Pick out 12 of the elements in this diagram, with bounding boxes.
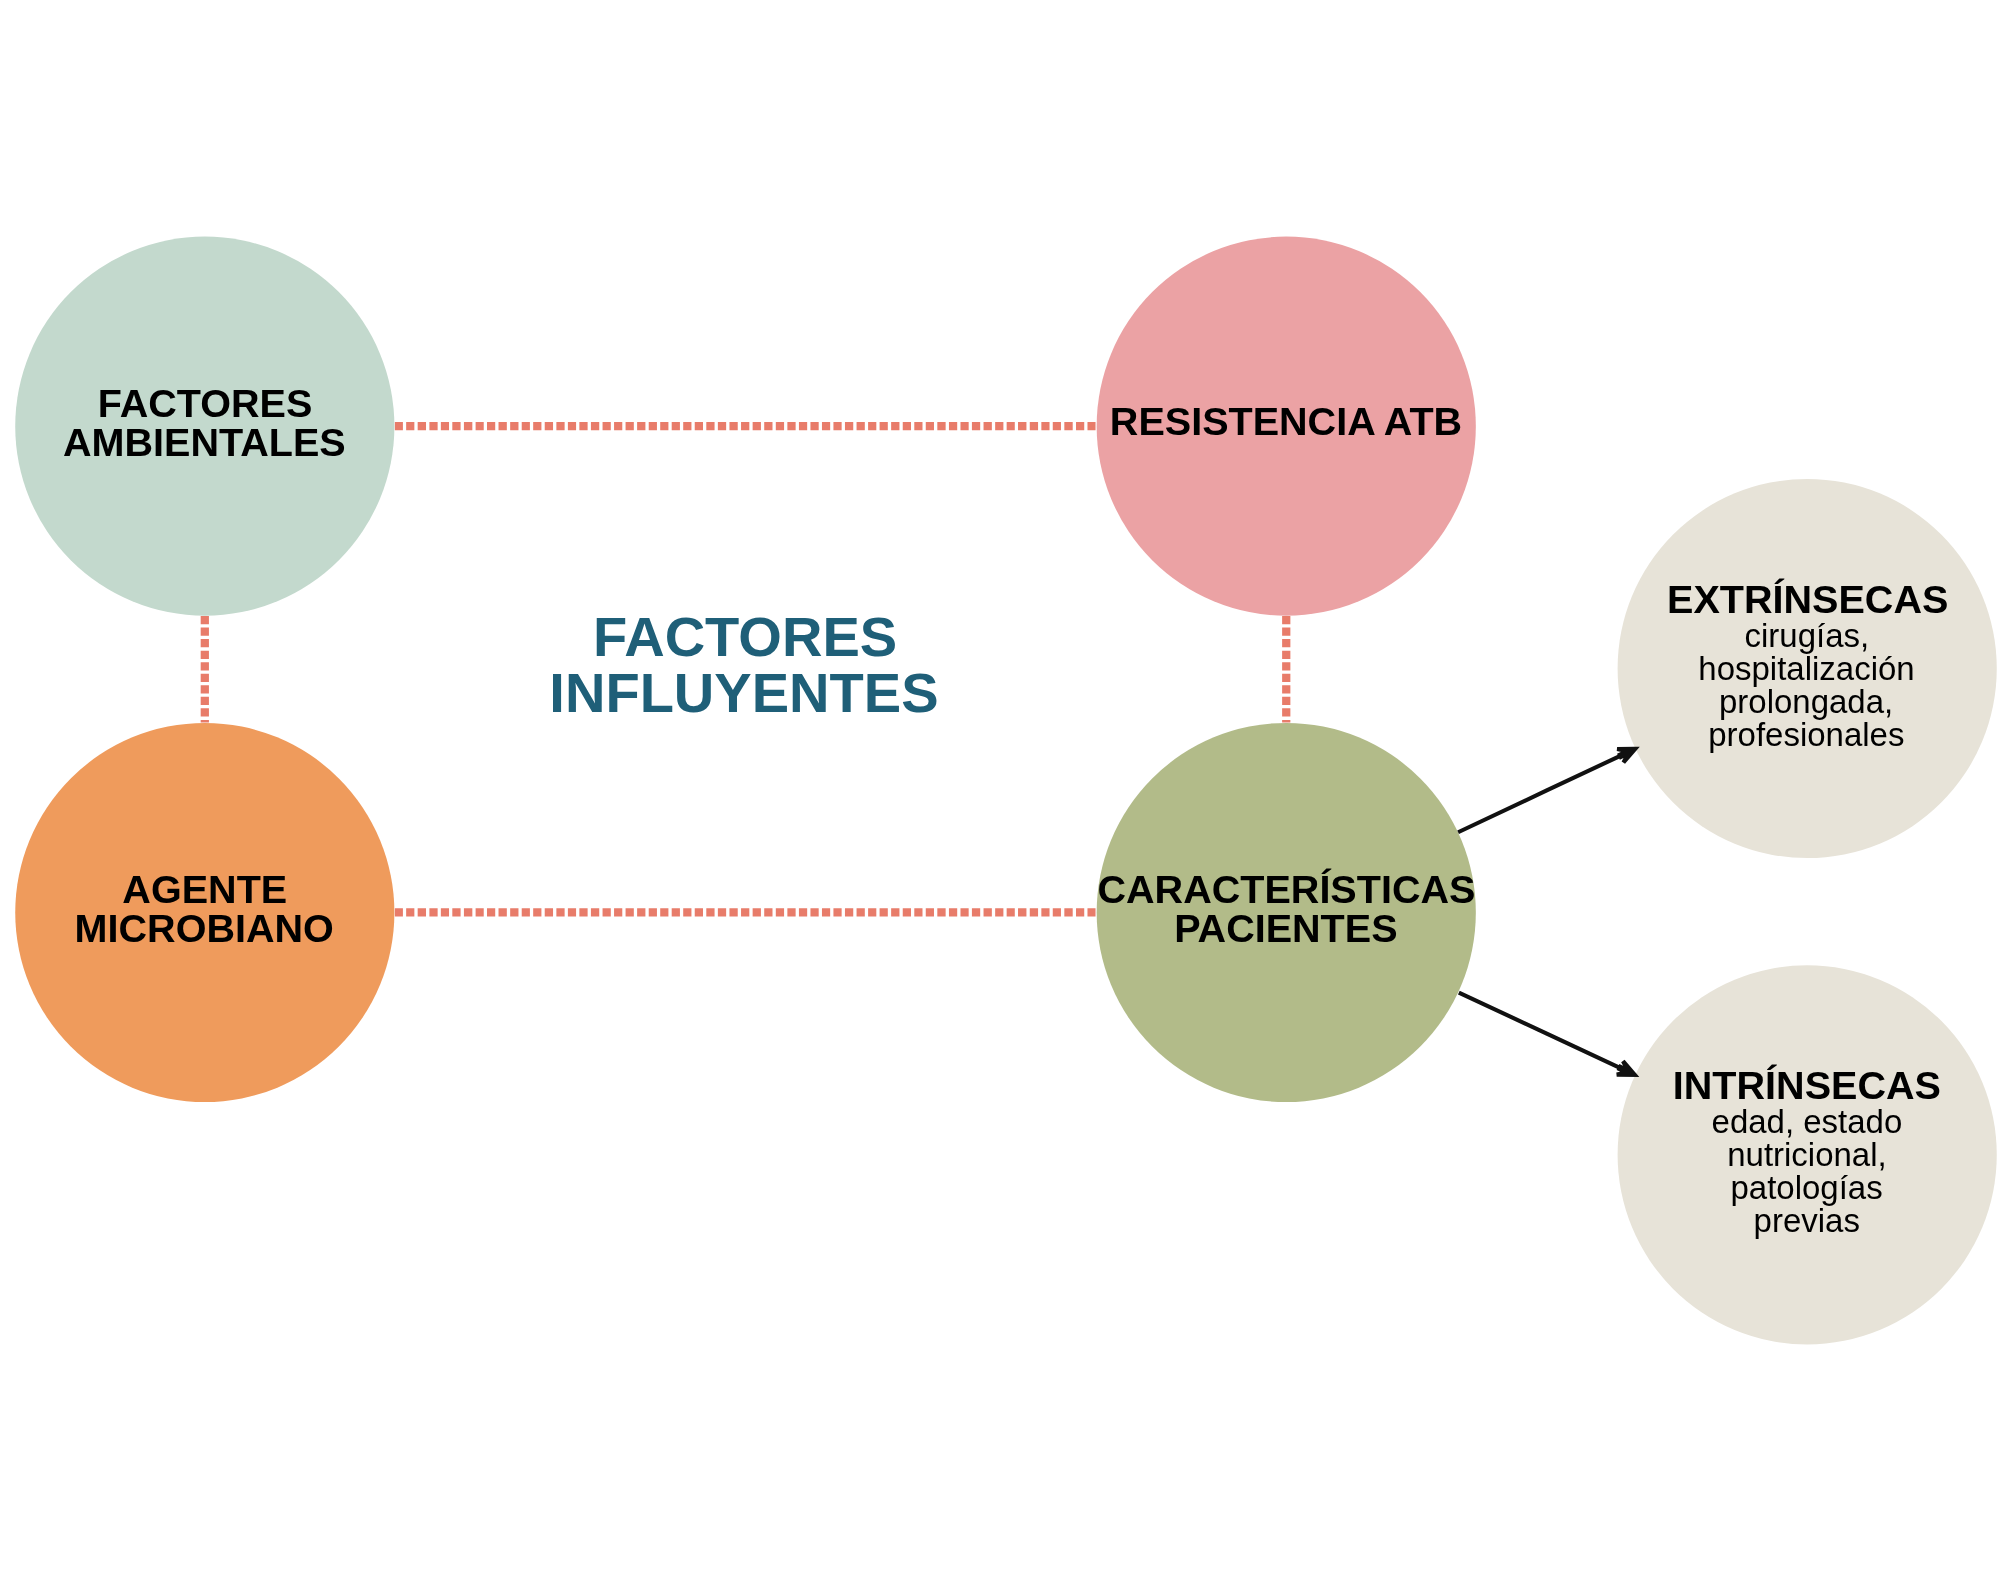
connector (200, 615, 209, 723)
connector (1282, 615, 1291, 723)
connector (394, 907, 1097, 917)
connector (394, 421, 1097, 430)
arrow (1457, 746, 1638, 834)
node-circle: INTRÍNSECAS edad, estado nutricional, patologías previas (1617, 964, 1997, 1344)
node-circle: CARACTERÍSTICAS PACIENTES (1096, 722, 1476, 1102)
node-circle: RESISTENCIA ATB (1096, 236, 1476, 616)
label: FACTORES INFLUYENTES (549, 604, 939, 724)
arrow (1457, 990, 1637, 1077)
node-circle: AGENTE MICROBIANO (15, 722, 395, 1102)
node-circle: FACTORES AMBIENTALES (15, 236, 395, 616)
